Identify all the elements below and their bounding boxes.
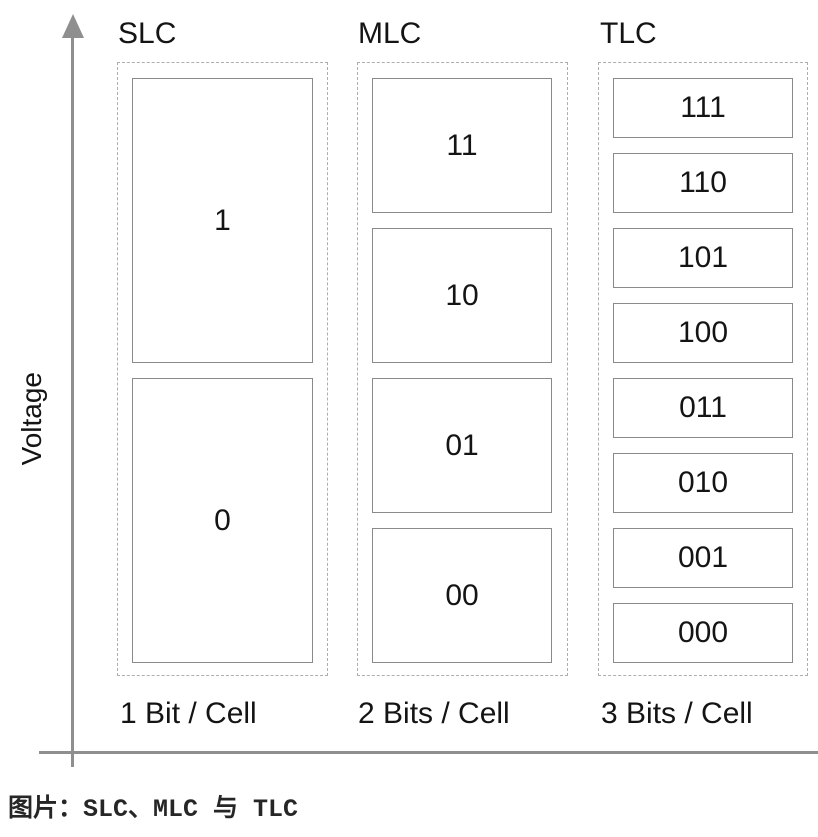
cell-box: 10: [372, 228, 552, 363]
cell-box: 1: [132, 78, 313, 363]
column-title-slc: SLC: [118, 17, 177, 50]
column-slc: 1 0: [117, 62, 328, 676]
cell-box: 0: [132, 378, 313, 663]
y-axis-arrow-icon: [62, 14, 84, 38]
y-axis-label: Voltage: [16, 372, 47, 466]
cell-box: 00: [372, 528, 552, 663]
cell-box: 110: [613, 153, 793, 213]
y-axis-line: [71, 36, 74, 767]
cell-box: 11: [372, 78, 552, 213]
x-axis-line: [39, 751, 818, 754]
column-title-tlc: TLC: [600, 17, 657, 50]
cell-box: 011: [613, 378, 793, 438]
image-caption: 图片：SLC、MLC 与 TLC: [8, 795, 299, 824]
column-tlc: 111 110 101 100 011 010 001 000: [598, 62, 808, 676]
cell-box: 000: [613, 603, 793, 663]
cell-box: 100: [613, 303, 793, 363]
column-title-mlc: MLC: [358, 17, 422, 50]
column-footer-mlc: 2 Bits / Cell: [358, 697, 510, 730]
column-footer-tlc: 3 Bits / Cell: [601, 697, 753, 730]
cell-box: 01: [372, 378, 552, 513]
column-footer-slc: 1 Bit / Cell: [120, 697, 257, 730]
cell-box: 111: [613, 78, 793, 138]
column-mlc: 11 10 01 00: [357, 62, 568, 676]
cell-box: 001: [613, 528, 793, 588]
cell-box: 010: [613, 453, 793, 513]
cell-box: 101: [613, 228, 793, 288]
